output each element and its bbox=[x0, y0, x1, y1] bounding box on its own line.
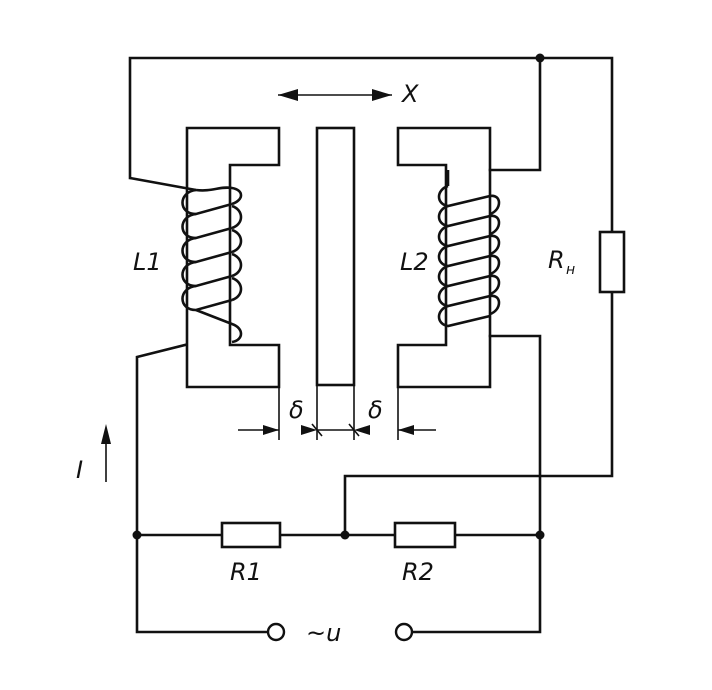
load-resistor-rh bbox=[598, 230, 626, 294]
label-l2: L2 bbox=[400, 248, 429, 276]
supply-terminal-left bbox=[266, 622, 286, 642]
label-r1: R1 bbox=[230, 558, 262, 586]
resistor-r2 bbox=[393, 521, 457, 549]
top-wire bbox=[128, 56, 614, 234]
movement-arrow bbox=[278, 89, 392, 101]
label-r2: R2 bbox=[402, 558, 434, 586]
left-core-l1 bbox=[185, 126, 281, 389]
resistor-r1 bbox=[220, 521, 282, 549]
junction-middle bbox=[340, 530, 350, 540]
gap-dimension bbox=[238, 385, 436, 440]
label-current: I bbox=[76, 456, 83, 484]
junction-right bbox=[535, 530, 545, 540]
label-rh-subscript: н bbox=[566, 262, 575, 278]
label-rh: R bbox=[548, 246, 565, 274]
load-return-wire bbox=[343, 290, 614, 537]
coil-l2 bbox=[437, 170, 501, 328]
coil-l1 bbox=[129, 176, 243, 344]
current-arrow bbox=[101, 424, 111, 482]
junction-top-right bbox=[535, 53, 545, 63]
supply-terminal-right bbox=[394, 622, 414, 642]
label-delta-right: δ bbox=[368, 396, 383, 424]
junction-left bbox=[132, 530, 142, 540]
label-x: X bbox=[400, 80, 419, 108]
l2-bottom-lead bbox=[408, 334, 542, 634]
l2-top-lead bbox=[488, 56, 542, 172]
l1-bottom-lead bbox=[135, 343, 272, 634]
label-source: ~u bbox=[306, 619, 341, 647]
label-delta-left: δ bbox=[289, 396, 304, 424]
movable-armature bbox=[315, 126, 356, 387]
label-l1: L1 bbox=[133, 248, 162, 276]
